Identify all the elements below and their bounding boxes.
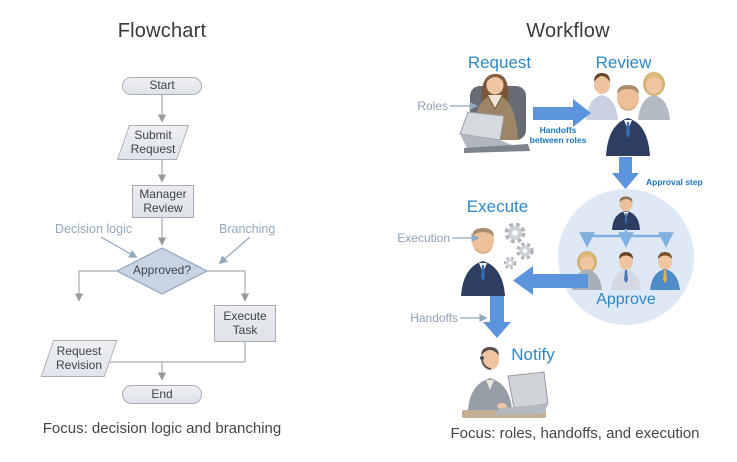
step-request-label: Request [467,53,532,72]
notify-person-illustration [462,347,549,418]
end-node: End [122,385,202,404]
flowchart-caption: Focus: decision logic and branching [42,420,282,437]
execute-task-node: Execute Task [214,305,276,342]
arrow-approve-to-execute [513,266,588,295]
submit-request-node: Submit Request [116,125,190,160]
execute-person-illustration [461,222,534,296]
handoffs-between-roles-label: Handoffs between roles [529,125,587,145]
request-revision-node: Request Revision [40,340,118,377]
step-notify-label: Notify [511,345,555,364]
arrow-review-to-approve [612,157,639,189]
end-node-label: End [151,386,173,401]
workflow-handoff-arrows [483,99,639,338]
manager-review-label: Manager Review [139,187,187,215]
submit-request-label: Submit Request [130,128,176,156]
manager-review-node: Manager Review [132,185,194,218]
workflow-title: Workflow [526,20,610,42]
headset-icon [480,347,499,370]
gears-icon [503,222,534,270]
review-group-illustration [586,72,670,156]
step-execute-label: Execute [466,197,529,216]
decision-node: Approved? [122,261,202,281]
arrow-request-to-review [533,99,591,127]
flowchart-title: Flowchart [117,20,207,42]
handoffs-annotation: Handoffs [410,311,458,325]
request-revision-label: Request Revision [55,344,103,372]
approve-circle-illustration [558,189,694,325]
approval-step-label: Approval step [646,177,703,187]
execute-task-label: Execute Task [223,309,267,337]
branching-annotation: Branching [219,222,276,236]
roles-annotation: Roles [417,99,448,113]
step-review-label: Review [595,53,652,72]
arrow-execute-to-notify [483,296,511,338]
execution-annotation: Execution [397,231,450,245]
workflow-label-arrows [450,101,488,323]
decision-node-label: Approved? [132,263,192,278]
request-person-illustration [459,74,530,153]
flowchart-annotation-arrows [100,236,251,265]
workflow-caption: Focus: roles, handoffs, and execution [450,425,700,442]
start-node: Start [122,77,202,95]
decision-logic-annotation: Decision logic [55,222,133,236]
decision-diamond-shape [115,247,209,295]
start-node-label: Start [149,78,175,93]
step-approve-label: Approve [596,291,656,308]
